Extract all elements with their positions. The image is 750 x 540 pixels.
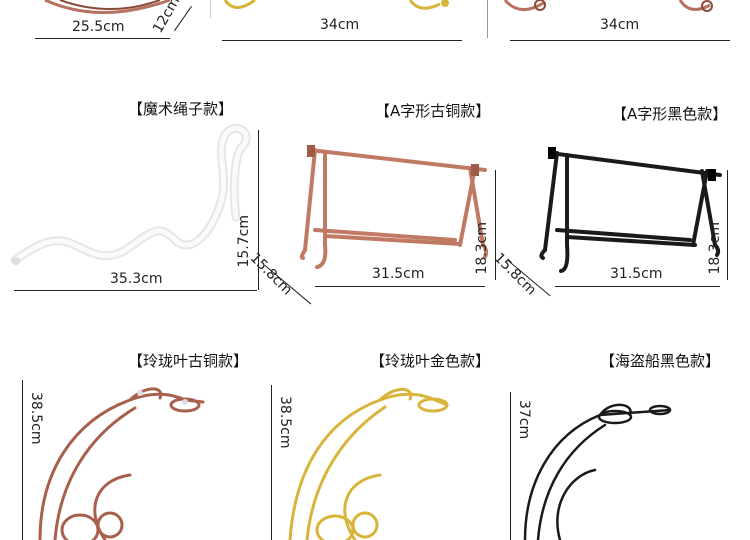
top-item3-width-line: [510, 40, 730, 41]
a-black-stand-image: [539, 147, 722, 273]
top-item2-width: 34cm: [320, 17, 360, 33]
a-bronze-height: 18.3cm: [474, 222, 490, 275]
rope-width-line: [14, 290, 257, 291]
leaf-gold-height: 38.5cm: [277, 396, 293, 449]
pirate-black-stand-image: [523, 403, 672, 540]
a-bronze-width-line: [315, 286, 485, 287]
leaf-bronze-height-line: [22, 380, 23, 540]
divider-1: [210, 0, 211, 18]
top-item1-image: [44, 0, 171, 14]
top-item2-image: [223, 0, 449, 10]
leaf-gold-stand-image: [288, 387, 449, 540]
pirate-black-label: 【海盗船黑色款】: [600, 352, 721, 370]
a-black-depth: 15.8cm: [490, 250, 540, 299]
top-item3-image: [503, 0, 713, 12]
a-black-label: 【A字形黑色款】: [612, 105, 728, 123]
a-bronze-width: 31.5cm: [372, 266, 425, 282]
leaf-gold-label: 【玲珑叶金色款】: [370, 352, 491, 370]
a-black-height-line: [727, 170, 728, 280]
top-item2-width-line: [222, 40, 462, 41]
a-black-width-line: [555, 286, 720, 287]
a-bronze-stand-image: [299, 145, 489, 269]
rope-height-line: [258, 130, 259, 290]
top-item1-width-line: [35, 38, 170, 39]
leaf-bronze-stand-image: [38, 387, 205, 540]
leaf-bronze-label: 【玲珑叶古铜款】: [128, 352, 249, 370]
top-item1-width: 25.5cm: [72, 19, 125, 35]
pirate-black-height-line: [510, 392, 511, 540]
a-bronze-label: 【A字形古铜款】: [375, 102, 491, 120]
leaf-gold-height-line: [271, 385, 272, 540]
rope-label: 【魔术绳子款】: [128, 100, 234, 118]
a-black-height: 18.3cm: [707, 222, 723, 275]
divider-2: [487, 0, 488, 38]
leaf-bronze-height: 38.5cm: [28, 392, 44, 445]
pirate-black-height: 37cm: [516, 400, 532, 440]
a-bronze-height-line: [495, 170, 496, 280]
top-item3-width: 34cm: [600, 17, 640, 33]
a-black-width: 31.5cm: [610, 266, 663, 282]
rope-width: 35.3cm: [110, 271, 163, 287]
rope-stand-image: [10, 124, 251, 265]
